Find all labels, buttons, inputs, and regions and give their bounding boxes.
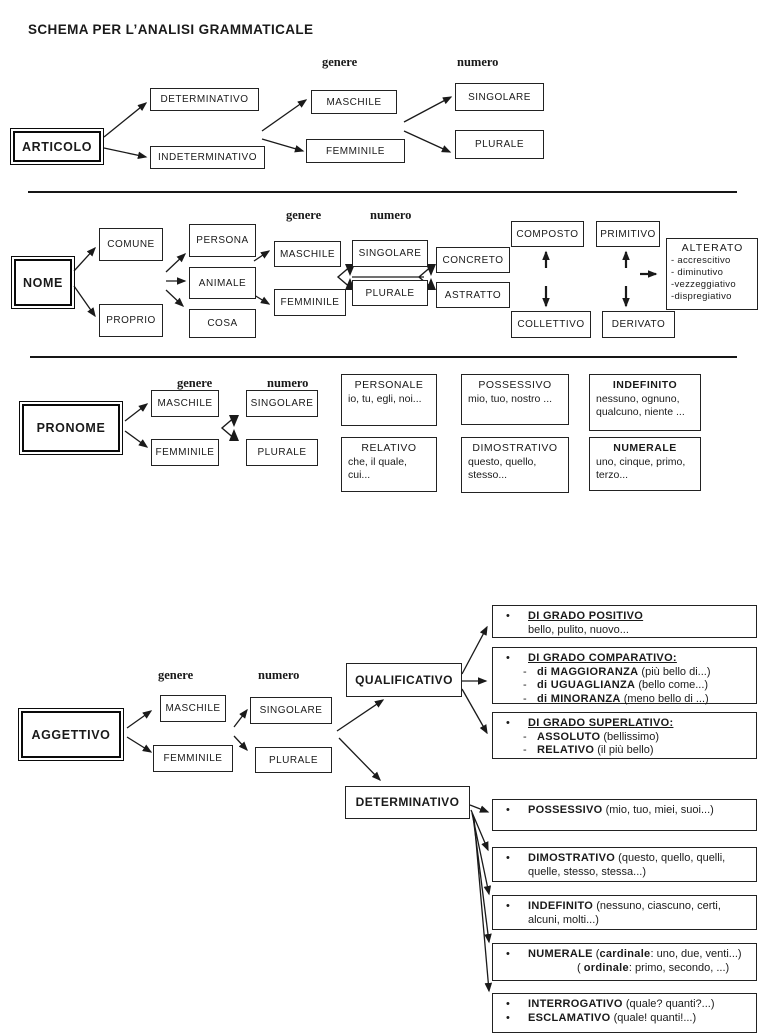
box-femminile: FEMMINILE: [274, 289, 346, 316]
nome-root-box: NOME: [11, 256, 75, 309]
articolo-root-box: ARTICOLO: [10, 128, 104, 165]
box-plurale: PLURALE: [455, 130, 544, 159]
box-det-possessivo: • POSSESSIVO (mio, tuo, miei, suoi...): [492, 799, 757, 831]
bullet-icon: •: [506, 610, 510, 622]
box-cosa: COSA: [189, 309, 256, 338]
section-divider: [30, 356, 737, 358]
box-maschile: MASCHILE: [311, 90, 397, 114]
box-grado-superlativo: • DI GRADO SUPERLATIVO: -ASSOLUTO (belli…: [492, 712, 757, 759]
box-singolare: SINGOLARE: [246, 390, 318, 417]
box-pronome-indefinito: INDEFINITO nessuno, ognuno, qualcuno, ni…: [589, 374, 701, 431]
bullet-icon: •: [506, 804, 510, 816]
box-pronome-possessivo: POSSESSIVO mio, tuo, nostro ...: [461, 374, 569, 425]
articolo-arrows: [103, 96, 453, 160]
bullet-icon: •: [506, 998, 510, 1010]
box-det-interrogativo-esclamativo: • INTERROGATIVO (quale? quanti?...) • ES…: [492, 993, 757, 1033]
box-maschile: MASCHILE: [160, 695, 226, 722]
alterato-item: - accrescitivo: [671, 254, 731, 266]
converge-arrows-icon: [220, 415, 239, 441]
box-comune: COMUNE: [99, 228, 163, 261]
nome-genere-label: genere: [286, 208, 322, 222]
box-determinativo: DETERMINATIVO: [345, 786, 470, 819]
box-singolare: SINGOLARE: [352, 240, 428, 267]
box-det-dimostrativo: • DIMOSTRATIVO (questo, quello, quelli, …: [492, 847, 757, 882]
nome-numero-label: numero: [370, 208, 412, 222]
box-alterato: ALTERATO - accrescitivo - diminutivo -ve…: [666, 238, 758, 310]
box-indeterminativo: INDETERMINATIVO: [150, 146, 265, 169]
bullet-icon: •: [506, 1011, 510, 1024]
box-maschile: MASCHILE: [151, 390, 219, 417]
box-singolare: SINGOLARE: [250, 697, 332, 724]
box-composto: COMPOSTO: [511, 221, 584, 247]
box-det-indefinito: • INDEFINITO (nessuno, ciascuno, certi, …: [492, 895, 757, 930]
box-pronome-numerale: NUMERALE uno, cinque, primo, terzo...: [589, 437, 701, 491]
box-primitivo: PRIMITIVO: [596, 221, 660, 247]
bullet-icon: •: [506, 900, 510, 912]
alterato-title: ALTERATO: [681, 242, 744, 254]
box-animale: ANIMALE: [189, 267, 256, 299]
box-derivato: DERIVATO: [602, 311, 675, 338]
box-pronome-relativo: RELATIVO che, il quale, cui...: [341, 437, 437, 492]
box-persona: PERSONA: [189, 224, 256, 257]
nome-arrows: [73, 246, 658, 318]
box-plurale: PLURALE: [255, 747, 332, 773]
box-plurale: PLURALE: [352, 280, 428, 306]
alterato-item: - diminutivo: [671, 266, 724, 278]
pronome-arrows: [124, 403, 149, 448]
box-qualificativo: QUALIFICATIVO: [346, 663, 462, 697]
box-plurale: PLURALE: [246, 439, 318, 466]
aggettivo-arrows: [126, 625, 493, 993]
box-singolare: SINGOLARE: [455, 83, 544, 111]
articolo-numero-label: numero: [457, 55, 499, 69]
box-pronome-personale: PERSONALE io, tu, egli, noi...: [341, 374, 437, 426]
box-maschile: MASCHILE: [274, 241, 341, 267]
articolo-genere-label: genere: [322, 55, 358, 69]
box-pronome-dimostrativo: DIMOSTRATIVO questo, quello, stesso...: [461, 437, 569, 493]
box-femminile: FEMMINILE: [306, 139, 405, 163]
box-astratto: ASTRATTO: [436, 282, 510, 308]
box-determinativo: DETERMINATIVO: [150, 88, 259, 111]
pronome-genere-label: genere: [177, 376, 213, 390]
bullet-icon: •: [506, 652, 510, 664]
box-concreto: CONCRETO: [436, 247, 510, 273]
bullet-icon: •: [506, 717, 510, 729]
pronome-numero-label: numero: [267, 376, 309, 390]
box-proprio: PROPRIO: [99, 304, 163, 337]
box-det-numerale: • NUMERALE (cardinale: uno, due, venti..…: [492, 943, 757, 981]
bullet-icon: •: [506, 948, 510, 960]
aggettivo-root-box: AGGETTIVO: [18, 708, 124, 761]
box-femminile: FEMMINILE: [153, 745, 233, 772]
page-title: SCHEMA PER L’ANALISI GRAMMATICALE: [28, 22, 314, 37]
box-collettivo: COLLETTIVO: [511, 311, 591, 338]
converge-arrows-icon: [417, 264, 436, 290]
box-femminile: FEMMINILE: [151, 439, 219, 466]
box-grado-positivo: • DI GRADO POSITIVO bello, pulito, nuovo…: [492, 605, 757, 638]
section-divider: [28, 191, 737, 193]
aggettivo-numero-label: numero: [258, 668, 300, 682]
bullet-icon: •: [506, 852, 510, 864]
pronome-root-box: PRONOME: [19, 401, 123, 455]
aggettivo-genere-label: genere: [158, 668, 194, 682]
alterato-item: -dispregiativo: [671, 290, 732, 302]
box-grado-comparativo: • DI GRADO COMPARATIVO: -di MAGGIORANZA …: [492, 647, 757, 705]
alterato-item: -vezzeggiativo: [671, 278, 736, 290]
